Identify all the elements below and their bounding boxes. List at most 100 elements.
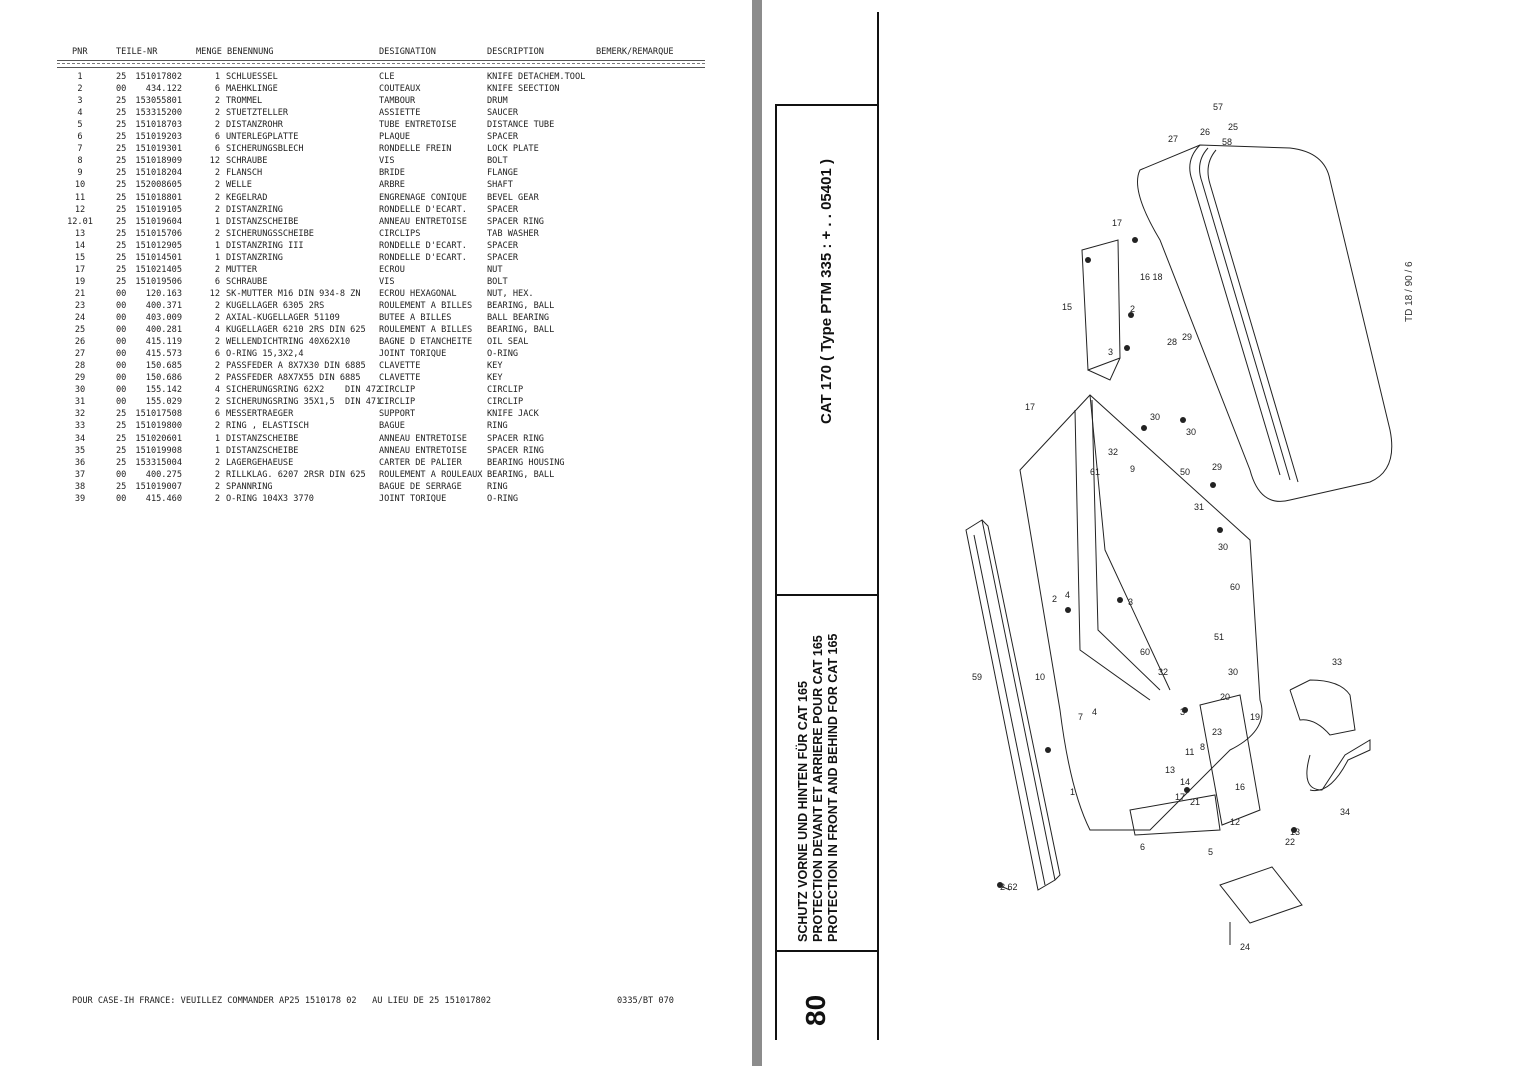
cell-benennung: MUTTER bbox=[226, 264, 258, 275]
cell-description: FLANGE bbox=[487, 168, 519, 179]
cell-menge: 2 bbox=[214, 373, 220, 384]
footer-code: 0335/BT 070 bbox=[617, 996, 674, 1006]
cell-prefix: 25 bbox=[116, 276, 127, 287]
cell-teile-nr: 151021405 bbox=[135, 264, 182, 275]
cell-pnr: 28 bbox=[74, 361, 86, 372]
cell-designation: CARTER DE PALIER bbox=[379, 457, 462, 468]
cell-benennung: DISTANZSCHEIBE bbox=[226, 445, 299, 456]
cell-teile-nr: 150.685 bbox=[145, 361, 182, 372]
frame-line-bottom bbox=[775, 950, 878, 952]
cell-description: BOLT bbox=[487, 276, 508, 287]
cell-prefix: 00 bbox=[116, 288, 127, 299]
cell-benennung: WELLE bbox=[226, 180, 252, 191]
cell-designation: RONDELLE FREIN bbox=[379, 144, 452, 155]
col-header-designation: DESIGNATION bbox=[379, 47, 436, 57]
cell-teile-nr: 151019908 bbox=[135, 445, 182, 456]
cell-prefix: 00 bbox=[116, 397, 127, 408]
diagram-page bbox=[762, 0, 1517, 1066]
cell-designation: ENGRENAGE CONIQUE bbox=[379, 192, 467, 203]
cell-prefix: 00 bbox=[116, 313, 127, 323]
cell-description: NUT bbox=[487, 264, 503, 275]
cell-prefix: 00 bbox=[116, 361, 127, 372]
cell-menge: 2 bbox=[214, 337, 220, 348]
cell-designation: JOINT TORIQUE bbox=[379, 493, 447, 504]
cell-prefix: 25 bbox=[116, 192, 127, 203]
rear-hood-shape bbox=[1137, 144, 1393, 502]
cell-teile-nr: 415.573 bbox=[145, 349, 182, 360]
callout-32a: 32 bbox=[1108, 447, 1118, 457]
callout-24: 24 bbox=[1240, 942, 1250, 952]
cell-menge: 4 bbox=[214, 325, 220, 336]
callout-30b: 30 bbox=[1186, 427, 1196, 437]
col-header-bemerk: BEMERK/REMARQUE bbox=[596, 47, 674, 57]
cell-benennung: O-RING 104X3 3770 bbox=[226, 493, 314, 504]
cell-prefix: 00 bbox=[116, 300, 127, 311]
cell-teile-nr: 151018801 bbox=[135, 192, 182, 203]
cell-designation: ANNEAU ENTRETOISE bbox=[379, 445, 467, 456]
callout-17c: 17 bbox=[1175, 792, 1185, 802]
cell-benennung: SCHRAUBE bbox=[226, 276, 268, 287]
cell-description: RING bbox=[487, 421, 508, 432]
cell-prefix: 00 bbox=[116, 469, 127, 480]
cell-description: O-RING bbox=[487, 349, 519, 360]
cell-teile-nr: 151020601 bbox=[135, 433, 182, 444]
cell-menge: 12 bbox=[209, 288, 220, 299]
cell-menge: 2 bbox=[214, 228, 220, 239]
cell-designation: CLE bbox=[379, 72, 395, 82]
cell-benennung: PASSFEDER A 8X7X30 DIN 6885 bbox=[226, 361, 366, 372]
callout-2b: 2 bbox=[1052, 594, 1057, 604]
cell-prefix: 25 bbox=[116, 120, 127, 131]
cell-designation: ROULEMENT A BILLES bbox=[379, 325, 473, 336]
cell-teile-nr: 151017508 bbox=[135, 409, 182, 420]
cell-pnr: 4 bbox=[77, 108, 83, 119]
callout-3a: 3 bbox=[1108, 347, 1113, 357]
callout-50: 50 bbox=[1180, 467, 1190, 477]
cell-prefix: 00 bbox=[116, 349, 127, 360]
cell-prefix: 25 bbox=[116, 216, 127, 227]
cell-prefix: 00 bbox=[116, 493, 127, 504]
callout-19: 19 bbox=[1250, 712, 1260, 722]
callout-7: 7 bbox=[1078, 712, 1083, 722]
cell-designation: BRIDE bbox=[379, 168, 405, 179]
cell-benennung: SICHERUNGSSCHEIBE bbox=[226, 228, 314, 239]
cell-pnr: 17 bbox=[74, 264, 86, 275]
cell-menge: 2 bbox=[214, 481, 220, 492]
cell-pnr: 5 bbox=[77, 120, 83, 131]
plate-5 bbox=[1129, 794, 1221, 836]
cell-prefix: 25 bbox=[116, 421, 127, 432]
cell-description: SPACER bbox=[487, 252, 519, 263]
cell-prefix: 25 bbox=[116, 409, 127, 420]
bracket-19 bbox=[1199, 694, 1261, 826]
cell-description: DISTANCE TUBE bbox=[487, 120, 555, 131]
cell-designation: RONDELLE D'ECART. bbox=[379, 240, 467, 251]
cell-designation: VIS bbox=[379, 276, 395, 287]
callout-12: 12 bbox=[1230, 817, 1240, 827]
cell-designation: TUBE ENTRETOISE bbox=[379, 120, 457, 131]
cell-menge: 1 bbox=[214, 445, 220, 456]
cell-menge: 2 bbox=[214, 264, 220, 275]
front-deflector bbox=[1019, 394, 1263, 831]
cell-teile-nr: 151019007 bbox=[135, 481, 182, 492]
cell-pnr: 38 bbox=[74, 481, 86, 492]
cell-description: SPACER RING bbox=[487, 216, 544, 227]
cell-benennung: SICHERUNGSBLECH bbox=[226, 144, 304, 155]
cell-description: RING bbox=[487, 481, 508, 492]
cell-teile-nr: 400.281 bbox=[145, 325, 182, 336]
cell-description: CIRCLIP bbox=[487, 385, 524, 396]
cell-prefix: 25 bbox=[116, 264, 127, 275]
cell-teile-nr: 120.163 bbox=[145, 288, 182, 299]
cell-prefix: 25 bbox=[116, 481, 127, 492]
cell-designation: ANNEAU ENTRETOISE bbox=[379, 433, 467, 444]
cell-pnr: 8 bbox=[77, 156, 83, 167]
cell-benennung: DISTANZRING bbox=[226, 252, 283, 263]
cell-description: CIRCLIP bbox=[487, 397, 524, 408]
cell-designation: ANNEAU ENTRETOISE bbox=[379, 216, 467, 227]
